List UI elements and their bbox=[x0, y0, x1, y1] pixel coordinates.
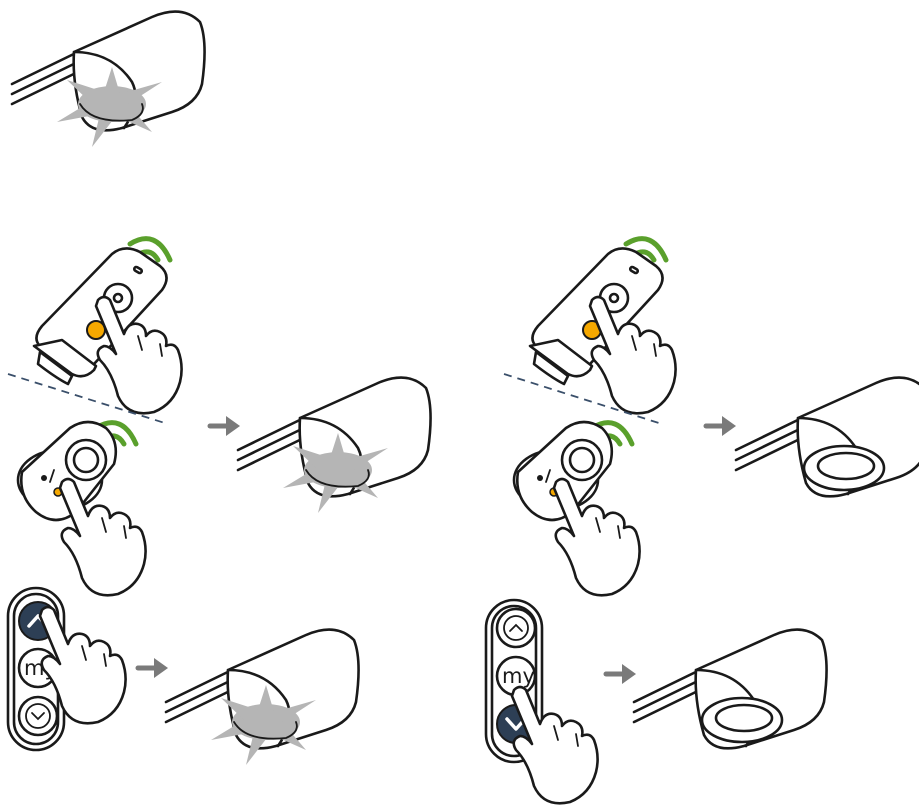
up-button[interactable] bbox=[497, 609, 535, 647]
motor-light-off-icon bbox=[736, 378, 919, 497]
next-step-arrow-icon bbox=[138, 658, 168, 678]
pressing-hand-icon bbox=[554, 479, 640, 595]
motor-light-off-icon bbox=[634, 630, 827, 749]
my-button-label: my bbox=[502, 664, 535, 688]
pressing-hand-icon bbox=[60, 479, 146, 595]
pressing-hand-icon bbox=[512, 687, 598, 803]
motor-light-flashing-icon bbox=[238, 378, 431, 513]
motor-light-flashing-icon bbox=[12, 12, 205, 147]
panel-up-flash: my bbox=[8, 588, 359, 765]
down-button[interactable] bbox=[19, 697, 57, 735]
panel-prog-flash bbox=[8, 239, 431, 596]
next-step-arrow-icon bbox=[606, 664, 636, 684]
next-step-arrow-icon bbox=[706, 416, 736, 436]
panel-prog-off bbox=[504, 239, 919, 596]
motor-light-flashing-icon bbox=[166, 630, 359, 765]
panel-down-off: my bbox=[486, 600, 827, 803]
next-step-arrow-icon bbox=[210, 416, 240, 436]
